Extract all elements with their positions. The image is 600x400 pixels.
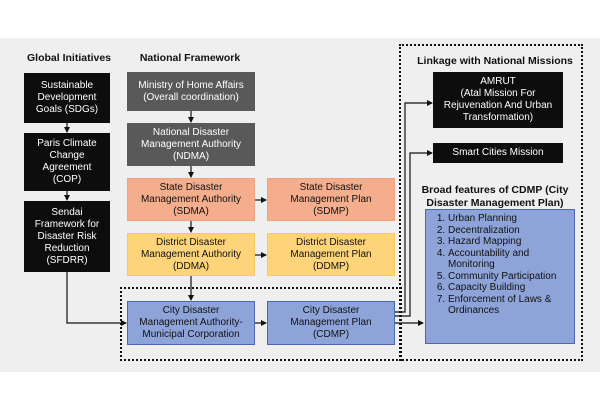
box-ddma-line-3: (DDMA) <box>172 260 210 272</box>
box-paris-line-4: (COP) <box>52 174 82 185</box>
box-ndma-line-3: (NDMA) <box>172 150 210 162</box>
arrow-cdmp-to-smart-cities <box>395 150 433 317</box>
feature-item: Capacity Building <box>448 282 570 294</box>
box-ddmp-line-2: Management Plan <box>290 248 372 260</box>
box-sdmp: State Disaster Management Plan (SDMP) <box>267 178 395 221</box>
box-sdgs: Sustainable Development Goals (SDGs) <box>24 73 110 123</box>
box-sdmp-line-2: Management Plan <box>290 193 372 205</box>
box-ndma-line-1: National Disaster <box>152 126 230 138</box>
box-mha-line-1: Ministry of Home Affairs <box>138 79 244 91</box>
header-national-framework: National Framework <box>139 52 241 64</box>
header-cdmp-features-line-1: Broad features of CDMP (City <box>421 184 569 196</box>
box-ddma-line-1: District Disaster <box>155 236 226 248</box>
box-cdmp: City Disaster Management Plan (CDMP) <box>267 301 395 345</box>
box-ddmp-line-1: District Disaster <box>295 236 366 248</box>
feature-item: Accountability and Monitoring <box>448 248 570 271</box>
header-global-initiatives: Global Initiatives <box>26 52 112 64</box>
feature-item: Decentralization <box>448 225 570 237</box>
box-sendai-line-3: Disaster Risk <box>37 230 97 242</box>
city-level-dotted-border <box>120 287 402 361</box>
cdmp-features-list: Urban Planning Decentralization Hazard M… <box>430 213 570 317</box>
box-sdma-line-1: State Disaster <box>159 181 223 193</box>
box-amrut-line-2: (Atal Mission For <box>460 88 536 99</box>
feature-item: Urban Planning <box>448 213 570 225</box>
box-cdma-line-2: Management Authority- <box>139 317 243 328</box>
box-amrut-line-3: Rejuvenation And Urban <box>443 100 553 111</box>
box-amrut-line-4: Transformation) <box>462 112 534 123</box>
box-paris-line-3: Agreement <box>42 162 92 173</box>
box-sendai-line-5: (SFDRR) <box>46 254 88 266</box>
feature-item: Enforcement of Laws & Ordinances <box>448 294 570 317</box>
box-cdmp-line-3: (CDMP) <box>312 329 350 340</box>
box-sdma-line-2: Management Authority <box>140 193 242 205</box>
header-cdmp-features: Broad features of CDMP (City Disaster Ma… <box>410 184 580 210</box>
box-sendai-framework: Sendai Framework for Disaster Risk Reduc… <box>24 201 110 272</box>
box-ddma: District Disaster Management Authority (… <box>127 233 255 276</box>
box-amrut-line-1: AMRUT <box>480 76 516 87</box>
linkage-dotted-border <box>399 44 583 361</box>
box-ddma-line-2: Management Authority <box>140 248 242 260</box>
box-ndma-line-2: Management Authority <box>140 138 242 150</box>
box-sdmp-line-1: State Disaster <box>299 181 363 193</box>
box-sendai-line-2: Framework for <box>34 218 100 230</box>
box-ddmp-line-3: (DDMP) <box>312 260 350 272</box>
box-paris-line-2: Change <box>49 150 85 161</box>
box-ddmp: District Disaster Management Plan (DDMP) <box>267 233 395 276</box>
box-smart-cities-label: Smart Cities Mission <box>452 147 544 158</box>
header-linkage-missions: Linkage with National Missions <box>417 55 573 67</box>
box-sdgs-line-2: Development <box>37 92 97 103</box>
box-cdmp-line-2: Management Plan <box>290 317 372 328</box>
box-sdgs-line-3: Goals (SDGs) <box>35 104 99 115</box>
box-cdma-line-1: City Disaster <box>162 305 220 316</box>
feature-item: Community Participation <box>448 271 570 283</box>
cdmp-features-box: Urban Planning Decentralization Hazard M… <box>425 209 575 344</box>
box-sdmp-line-3: (SDMP) <box>313 205 349 217</box>
box-ndma: National Disaster Management Authority (… <box>127 123 255 166</box>
box-sdgs-line-1: Sustainable <box>40 80 94 91</box>
box-cdma: City Disaster Management Authority- Muni… <box>127 301 255 345</box>
box-sendai-line-4: Reduction <box>44 242 90 254</box>
box-sdma: State Disaster Management Authority (SDM… <box>127 178 255 221</box>
box-smart-cities: Smart Cities Mission <box>433 143 563 163</box>
box-mha-line-2: (Overall coordination) <box>143 91 239 103</box>
box-mha: Ministry of Home Affairs (Overall coordi… <box>127 72 255 111</box>
arrow-sendai-to-cdma <box>66 272 127 326</box>
box-sdma-line-3: (SDMA) <box>173 205 209 217</box>
feature-item: Hazard Mapping <box>448 236 570 248</box>
box-amrut: AMRUT (Atal Mission For Rejuvenation And… <box>433 72 563 128</box>
box-paris-agreement: Paris Climate Change Agreement (COP) <box>24 133 110 191</box>
box-cdma-line-3: Municipal Corporation <box>142 329 240 340</box>
box-sendai-line-1: Sendai <box>51 206 83 218</box>
box-cdmp-line-1: City Disaster <box>302 305 360 316</box>
header-cdmp-features-line-2: Disaster Management Plan) <box>426 197 564 209</box>
box-paris-line-1: Paris Climate <box>37 138 97 149</box>
